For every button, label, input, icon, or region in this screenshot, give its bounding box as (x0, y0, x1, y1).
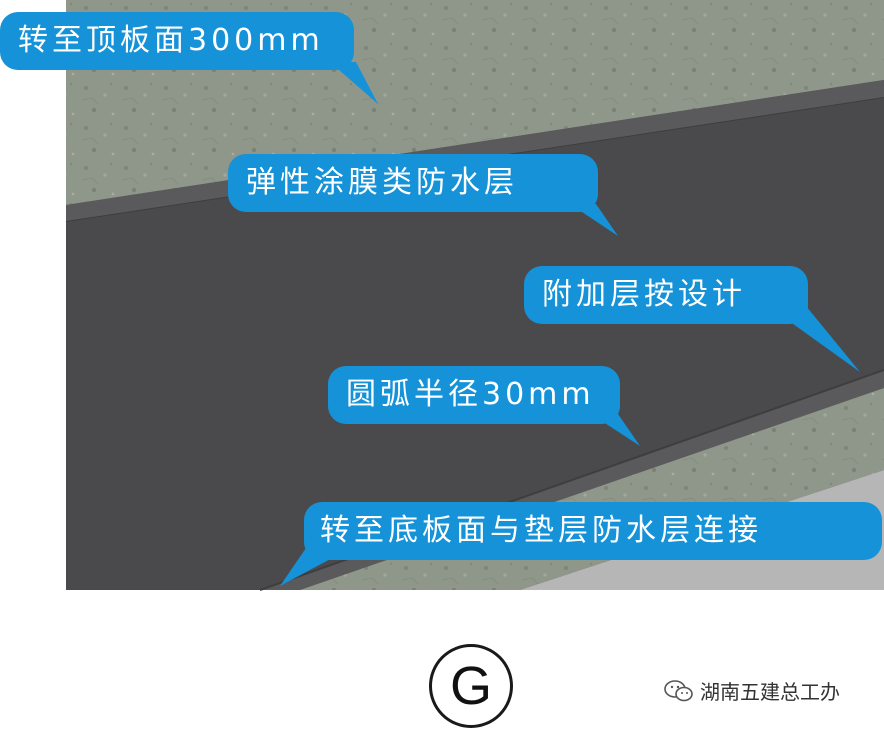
watermark: 湖南五建总工办 (664, 676, 840, 705)
callout-text-additional: 附加层按设计 (542, 277, 746, 312)
watermark-text: 湖南五建总工办 (700, 680, 840, 704)
wechat-logo-icon (664, 679, 693, 701)
callout-top-turn (0, 12, 378, 104)
figure-label: G (449, 656, 492, 716)
callout-text-arc: 圆弧半径30mm (346, 377, 595, 412)
callout-text-top-turn: 转至顶板面300mm (18, 23, 324, 58)
figure-label-circle: G (429, 644, 513, 728)
membrane-surface (66, 98, 884, 590)
callout-arc (328, 366, 640, 446)
callout-text-membrane: 弹性涂膜类防水层 (246, 165, 518, 200)
callout-text-bottom-turn: 转至底板面与垫层防水层连接 (320, 513, 762, 548)
callout-membrane (228, 154, 618, 236)
callout-bottom-turn (280, 502, 882, 586)
callout-additional (524, 266, 860, 372)
